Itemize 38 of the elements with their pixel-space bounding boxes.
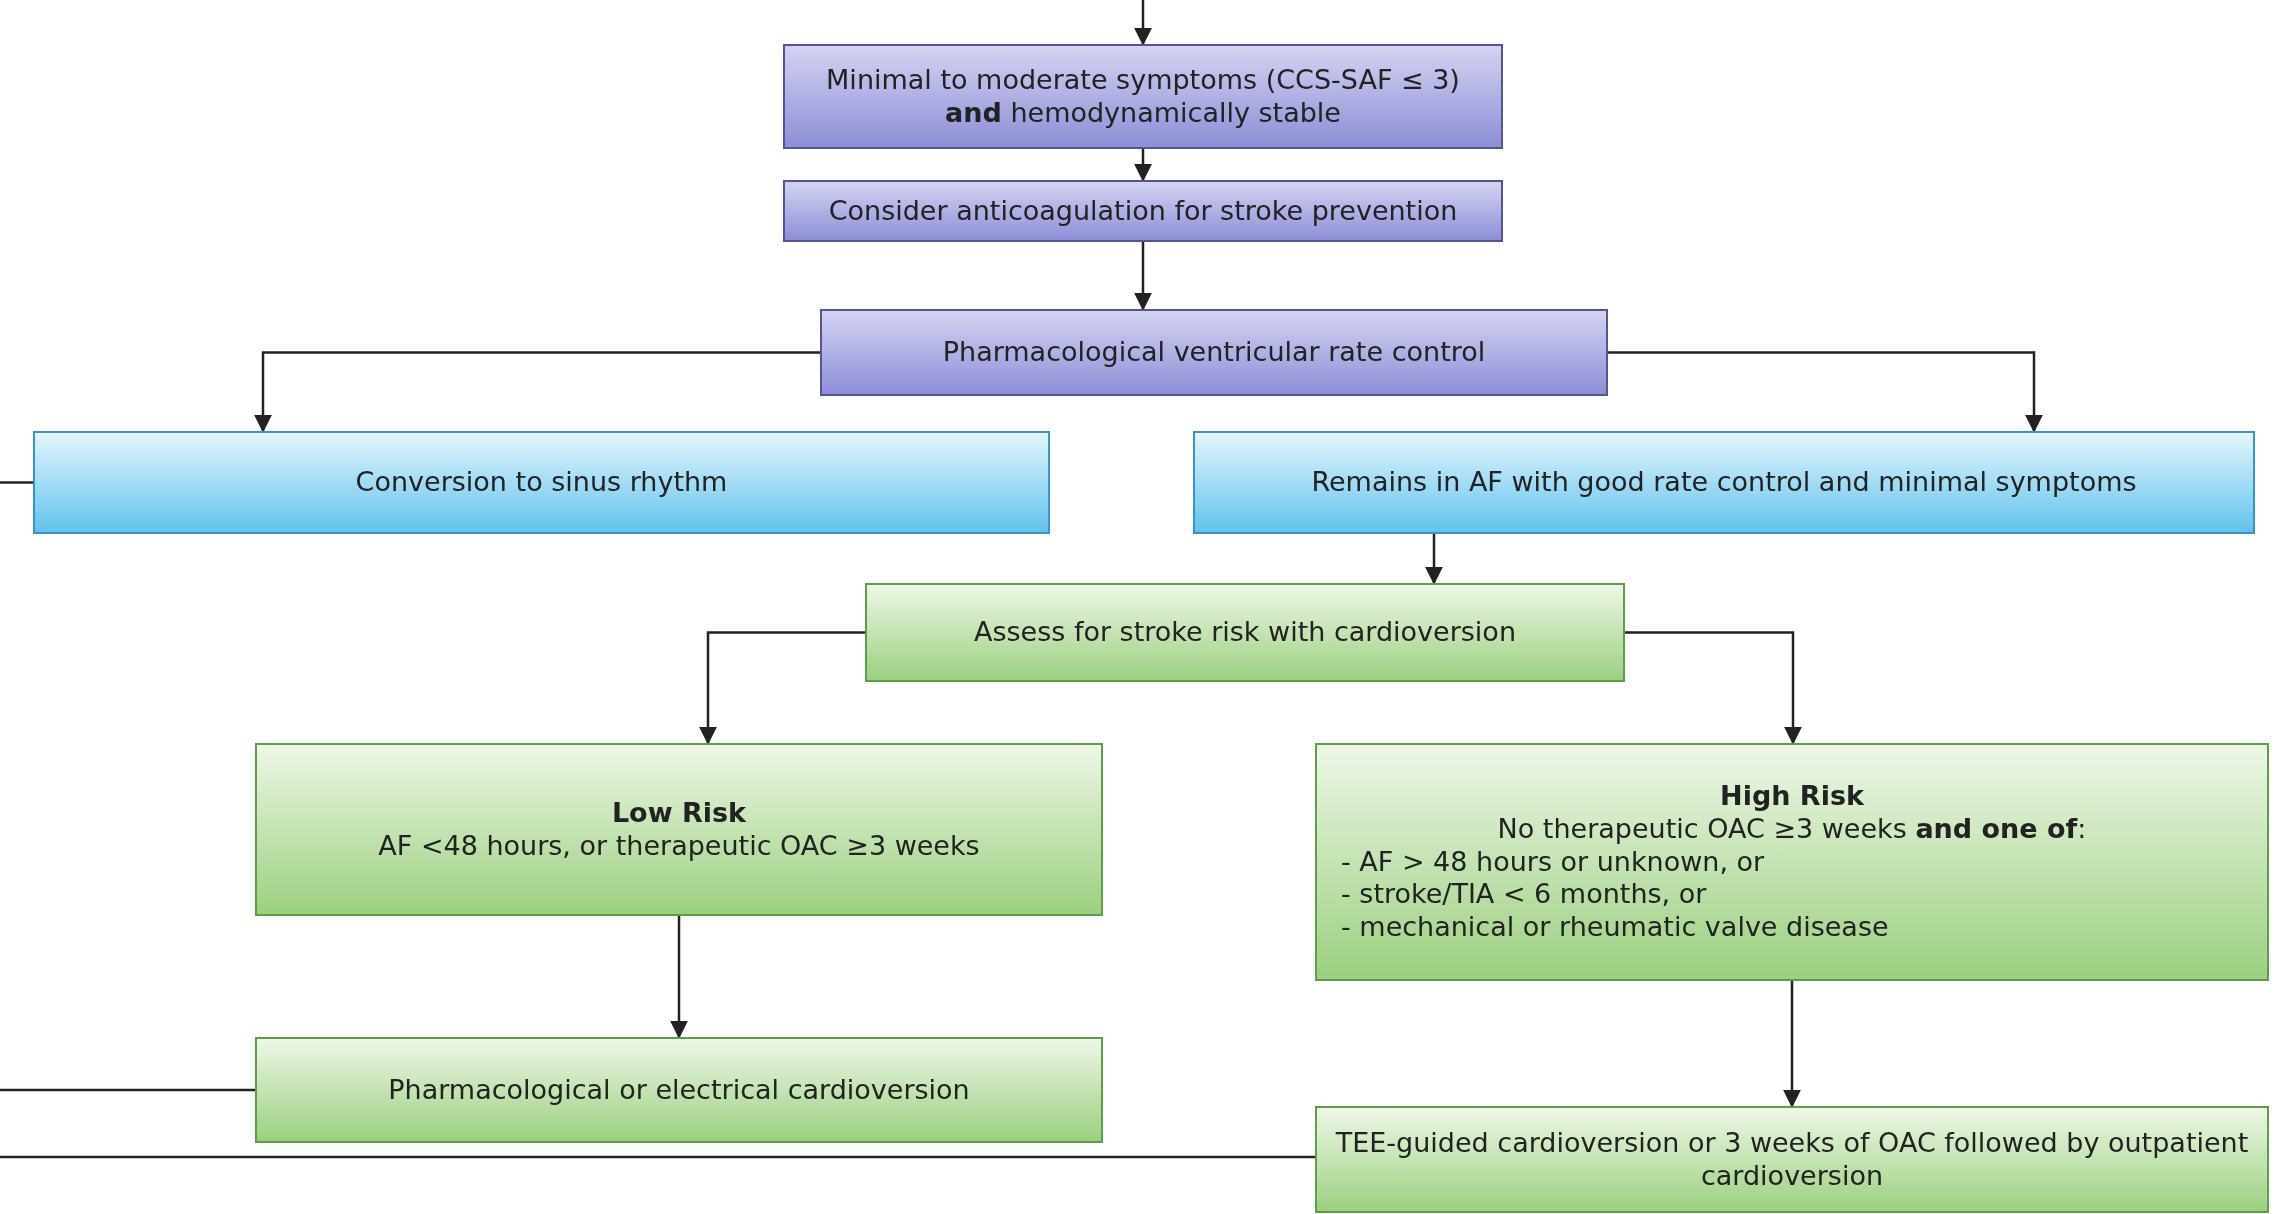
arrow (1625, 631, 1802, 745)
arrow (254, 351, 820, 433)
arrow (1608, 351, 2043, 433)
box-text: TEE-guided cardioversion or 3 weeks of OAC followed by outpatient cardioversion (1334, 1126, 2250, 1193)
connector-line (0, 1155, 1315, 1159)
box-text: Assess for stroke risk with cardioversion (974, 616, 1516, 649)
process-box (820, 309, 1608, 396)
process-box (783, 44, 1503, 149)
box-text: Pharmacological ventricular rate control (942, 336, 1486, 369)
box-text: Pharmacological or electrical cardioversion (388, 1073, 970, 1107)
process-box (255, 1037, 1103, 1143)
risk-heading: High Risk (1720, 779, 1864, 813)
process-box (255, 743, 1103, 916)
arrow (670, 916, 688, 1039)
criterion-item: - stroke/TIA < 6 months, or (1340, 878, 1708, 912)
box-text: AF <48 hours, or therapeutic OAC ≥3 weeks (378, 829, 980, 863)
arrow (1134, 0, 1152, 46)
criterion-item: - mechanical or rheumatic valve disease (1340, 911, 1890, 945)
arrow (1783, 981, 1801, 1108)
arrow (1134, 242, 1152, 311)
box-text: No therapeutic OAC ≥3 weeks and one of: (1497, 812, 2087, 846)
arrow (1134, 149, 1152, 182)
box-text: Minimal to moderate symptoms (CCS-SAF ≤ 3) and hemodynamically stable (825, 63, 1461, 130)
process-box (865, 583, 1625, 682)
arrow (1425, 534, 1443, 585)
process-box (33, 431, 1050, 534)
process-box (1315, 1106, 2269, 1213)
process-box (783, 180, 1503, 242)
connector-line (0, 1088, 255, 1092)
box-text: Remains in AF with good rate control and minimal symptoms (1311, 466, 2137, 499)
box-text: Consider anticoagulation for stroke prevention (828, 194, 1458, 228)
box-text: Conversion to sinus rhythm (355, 466, 728, 499)
arrow (699, 631, 865, 745)
connector-line (0, 481, 33, 484)
process-box (1193, 431, 2255, 534)
risk-heading: Low Risk (611, 796, 747, 830)
process-box (1315, 743, 2269, 981)
criterion-item: - AF > 48 hours or unknown, or (1340, 845, 1766, 879)
